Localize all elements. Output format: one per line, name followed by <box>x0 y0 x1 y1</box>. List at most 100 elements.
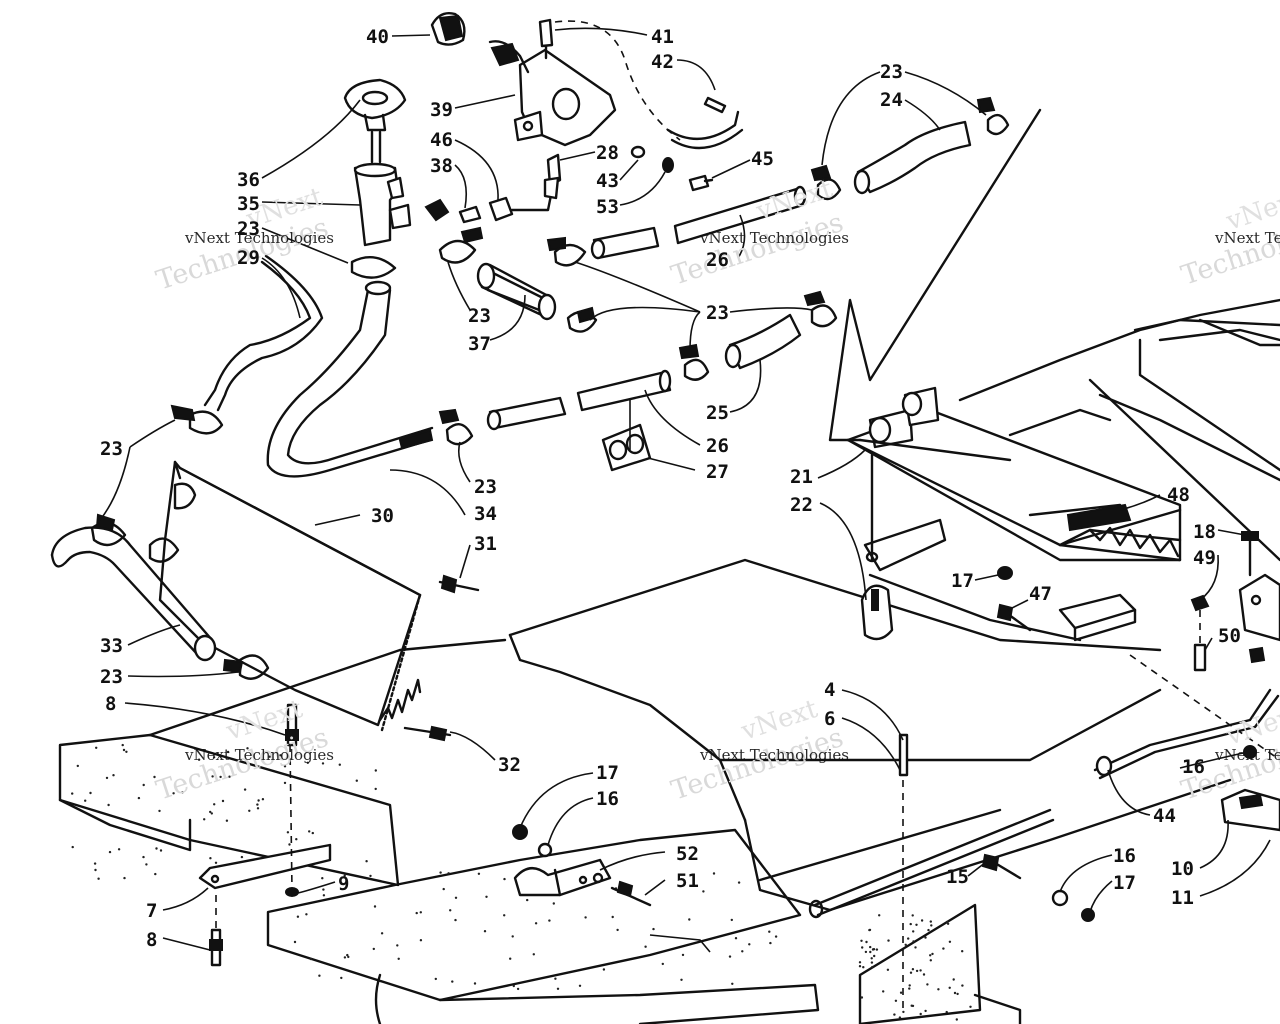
filler-neck-assembly <box>343 11 714 279</box>
callout-31: 31 <box>474 533 497 555</box>
callout-8: 8 <box>105 693 116 715</box>
texture-dot <box>95 746 98 749</box>
callout-16: 16 <box>596 788 619 810</box>
callout-37: 37 <box>468 333 491 355</box>
texture-dot <box>578 984 582 987</box>
callout-9: 9 <box>338 873 349 895</box>
texture-dot <box>858 961 862 964</box>
callout-46: 46 <box>430 129 453 151</box>
texture-dot <box>373 905 377 908</box>
texture-dot <box>172 792 175 795</box>
texture-dot <box>121 743 124 747</box>
texture-dot <box>84 799 87 802</box>
callout-39: 39 <box>430 99 453 121</box>
texture-dot <box>256 807 260 810</box>
texture-dot <box>748 943 751 946</box>
texture-dot <box>322 894 326 897</box>
texture-dot <box>305 913 308 916</box>
texture-dot <box>737 881 741 884</box>
texture-dot <box>702 890 705 893</box>
texture-dot <box>728 955 732 958</box>
texture-dot <box>343 874 346 877</box>
watermark-text: vNext Technologies <box>699 229 849 247</box>
texture-dot <box>380 932 384 935</box>
texture-dot <box>858 965 862 968</box>
callout-38: 38 <box>430 155 453 177</box>
texture-dot <box>153 775 156 779</box>
callout-10: 10 <box>1171 858 1194 880</box>
texture-dot <box>948 940 952 943</box>
watermark-text: vNext Technologies <box>184 229 334 247</box>
chassis-frame <box>58 298 1280 1024</box>
callout-34: 34 <box>474 503 497 525</box>
callout-23: 23 <box>100 666 123 688</box>
texture-dot <box>503 877 506 881</box>
texture-dot <box>283 781 287 785</box>
callout-25: 25 <box>706 402 729 424</box>
texture-dot <box>893 1013 896 1016</box>
callout-labels: 40 41 42 39 36 46 38 28 43 53 45 35 23 2… <box>100 26 1241 951</box>
texture-dot <box>268 755 271 758</box>
callout-29: 29 <box>237 247 260 269</box>
texture-dot <box>869 950 872 954</box>
callout-51: 51 <box>676 870 699 892</box>
callout-17: 17 <box>1113 872 1136 894</box>
texture-dot <box>931 952 934 956</box>
texture-dot <box>556 987 560 990</box>
texture-dot <box>226 750 230 754</box>
callout-43: 43 <box>596 170 619 192</box>
outline-arrows <box>649 108 1042 953</box>
texture-dot <box>318 974 321 977</box>
texture-dot <box>347 955 350 959</box>
texture-dot <box>902 1010 905 1014</box>
watermark-text: vNext Technologies <box>1214 229 1280 247</box>
texture-dot <box>158 809 161 813</box>
watermark-text: vNext <box>1222 699 1280 752</box>
texture-dot <box>212 756 216 759</box>
texture-dot <box>112 774 115 777</box>
texture-dot <box>214 861 218 864</box>
callout-16: 16 <box>1182 756 1205 778</box>
fasteners <box>198 423 1280 1010</box>
texture-dot <box>355 779 358 782</box>
texture-dot <box>225 819 229 822</box>
callout-48: 48 <box>1167 484 1190 506</box>
texture-dot <box>534 922 538 925</box>
texture-dot <box>257 799 260 802</box>
texture-dot <box>369 874 372 878</box>
texture-dot <box>909 971 913 974</box>
texture-dot <box>712 872 716 875</box>
texture-dot <box>899 991 903 994</box>
texture-dot <box>142 783 145 787</box>
callout-23: 23 <box>237 218 260 240</box>
texture-dot <box>731 982 734 985</box>
callout-28: 28 <box>596 142 619 164</box>
texture-dot <box>321 762 325 765</box>
heat-exchanger-30 <box>158 460 422 732</box>
texture-dot <box>288 843 291 846</box>
texture-dot <box>76 764 80 768</box>
texture-dot <box>322 888 325 891</box>
texture-dot <box>870 961 874 964</box>
texture-dot <box>142 855 145 859</box>
texture-dot <box>946 922 950 925</box>
texture-dot <box>306 761 309 764</box>
callout-17: 17 <box>951 570 974 592</box>
texture-dot <box>454 918 457 922</box>
texture-dot <box>914 946 917 949</box>
texture-dot <box>71 792 74 795</box>
texture-dot <box>283 765 287 768</box>
texture-dot <box>878 914 881 917</box>
callout-41: 41 <box>651 26 674 48</box>
texture-dot <box>611 915 614 919</box>
callout-36: 36 <box>237 169 260 191</box>
texture-dot <box>105 776 109 780</box>
callout-22: 22 <box>790 494 813 516</box>
texture-dot <box>372 947 375 951</box>
texture-dot <box>907 937 910 940</box>
texture-dot <box>246 747 249 750</box>
texture-dot <box>730 918 733 922</box>
texture-dot <box>898 1016 902 1019</box>
callout-4: 4 <box>824 679 835 701</box>
texture-dot <box>860 939 863 942</box>
